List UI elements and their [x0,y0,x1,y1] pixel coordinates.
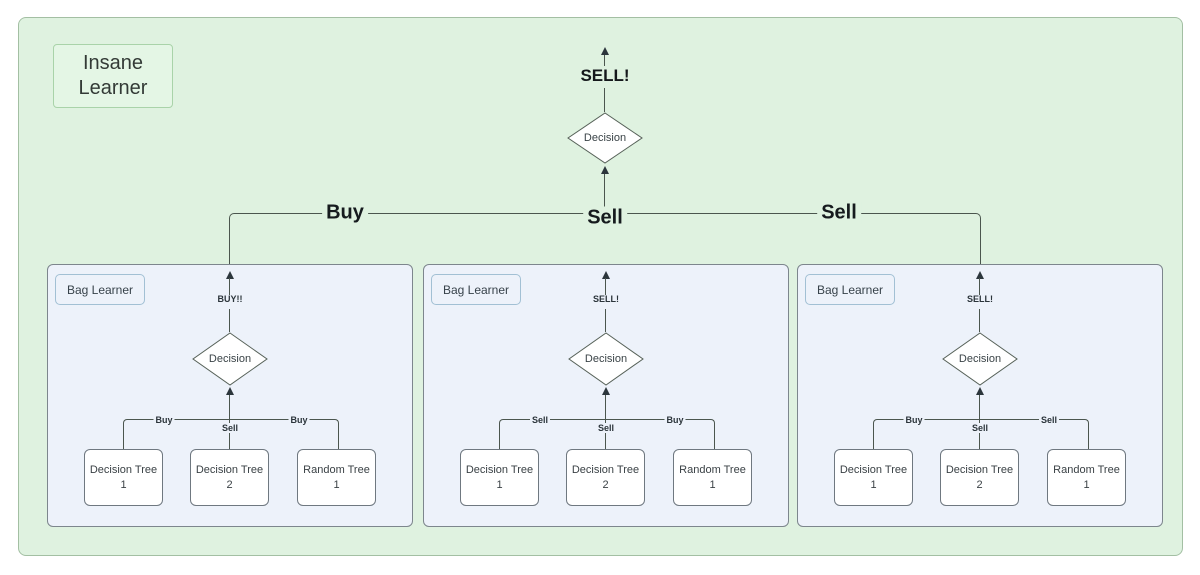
tree-node: Decision Tree 1 [84,449,163,506]
bag-tag: Bag Learner [431,274,521,305]
bag-tag: Bag Learner [55,274,145,305]
branch-label-right: Buy [288,415,310,425]
bag-signal-to-diamond-line [979,309,980,332]
branch-center-line [605,419,606,450]
diamond-shape [942,332,1018,386]
bag-decision-diamond: Decision [192,332,268,386]
branch-label-right: Sell [1038,415,1060,425]
tree-node-label: Decision Tree 2 [945,464,1014,491]
branch-connector [873,419,1089,450]
bag-signal-label: SELL! [593,294,619,304]
bag-signal-to-diamond-line [605,309,606,332]
bag-signal-label: SELL! [967,294,993,304]
branch-label-center: Sell [219,423,241,433]
bag-input-line [979,395,980,419]
tree-node: Decision Tree 2 [566,449,645,506]
tree-node: Decision Tree 2 [940,449,1019,506]
top-signal-label: SELL! [580,66,630,85]
bag-input-arrowhead [602,387,610,395]
top-input-line [604,174,605,213]
top-signal-to-diamond-line [604,88,605,112]
bag-output-line [229,278,230,295]
tree-node: Decision Tree 1 [834,449,913,506]
bag-tag: Bag Learner [805,274,895,305]
bag-tag-label: Bag Learner [66,282,134,297]
bag-output-arrowhead [602,271,610,279]
top-output-arrowhead [601,47,609,55]
bag-learner-1: Bag Learner BUY!! Decision Buy Sell Buy … [47,264,413,527]
branch-connector [499,419,715,450]
branch-label-center: Sell [595,423,617,433]
branch-label-left: Sell [529,415,551,425]
bag-learner-3: Bag Learner SELL! Decision Buy Sell Sell… [797,264,1163,527]
bag-input-arrowhead [226,387,234,395]
top-decision-diamond: Decision [567,112,643,164]
connector-label-sell-center: Sell [583,206,627,230]
bag-learner-2: Bag Learner SELL! Decision Sell Sell Buy… [423,264,789,527]
tree-node-label: Decision Tree 1 [89,464,158,491]
bag-output-line [605,278,606,295]
branch-center-line [229,419,230,450]
tree-node-label: Decision Tree 1 [465,464,534,491]
bag-decision-diamond: Decision [942,332,1018,386]
insane-learner-label: Insane Learner [78,52,148,99]
top-decision-label: Decision [583,132,627,144]
bag-input-line [229,395,230,419]
bag-output-line [979,278,980,295]
tree-node-label: Random Tree 1 [679,464,746,491]
branch-label-left: Buy [153,415,175,425]
top-input-arrowhead [601,166,609,174]
branch-label-right: Buy [664,415,686,425]
branch-connector [123,419,339,450]
tree-node: Decision Tree 1 [460,449,539,506]
bag-decision-label: Decision [584,353,628,365]
branch-label-left: Buy [903,415,925,425]
bag-tag-label: Bag Learner [816,282,884,297]
tree-node: Random Tree 1 [673,449,752,506]
tree-node-label: Random Tree 1 [303,464,370,491]
branch-center-line [979,419,980,450]
bag-signal-to-diamond-line [229,309,230,332]
bag-output-arrowhead [976,271,984,279]
bag-input-line [605,395,606,419]
connector-label-sell-right: Sell [817,201,861,225]
tree-node: Decision Tree 2 [190,449,269,506]
tree-node: Random Tree 1 [297,449,376,506]
tree-node-label: Decision Tree 2 [195,464,264,491]
branch-label-center: Sell [969,423,991,433]
bag-decision-label: Decision [208,353,252,365]
bag-output-arrowhead [226,271,234,279]
tree-node-label: Decision Tree 2 [571,464,640,491]
diamond-shape [192,332,268,386]
bag-tag-label: Bag Learner [442,282,510,297]
tree-node: Random Tree 1 [1047,449,1126,506]
connector-label-buy: Buy [322,201,368,225]
diamond-shape [568,332,644,386]
insane-learner-title-box: Insane Learner [53,44,173,108]
bag-decision-label: Decision [958,353,1002,365]
tree-node-label: Decision Tree 1 [839,464,908,491]
tree-node-label: Random Tree 1 [1053,464,1120,491]
bag-input-arrowhead [976,387,984,395]
bag-signal-label: BUY!! [217,294,243,304]
top-output-line [604,55,605,66]
bag-decision-diamond: Decision [568,332,644,386]
diamond-shape [567,112,643,164]
